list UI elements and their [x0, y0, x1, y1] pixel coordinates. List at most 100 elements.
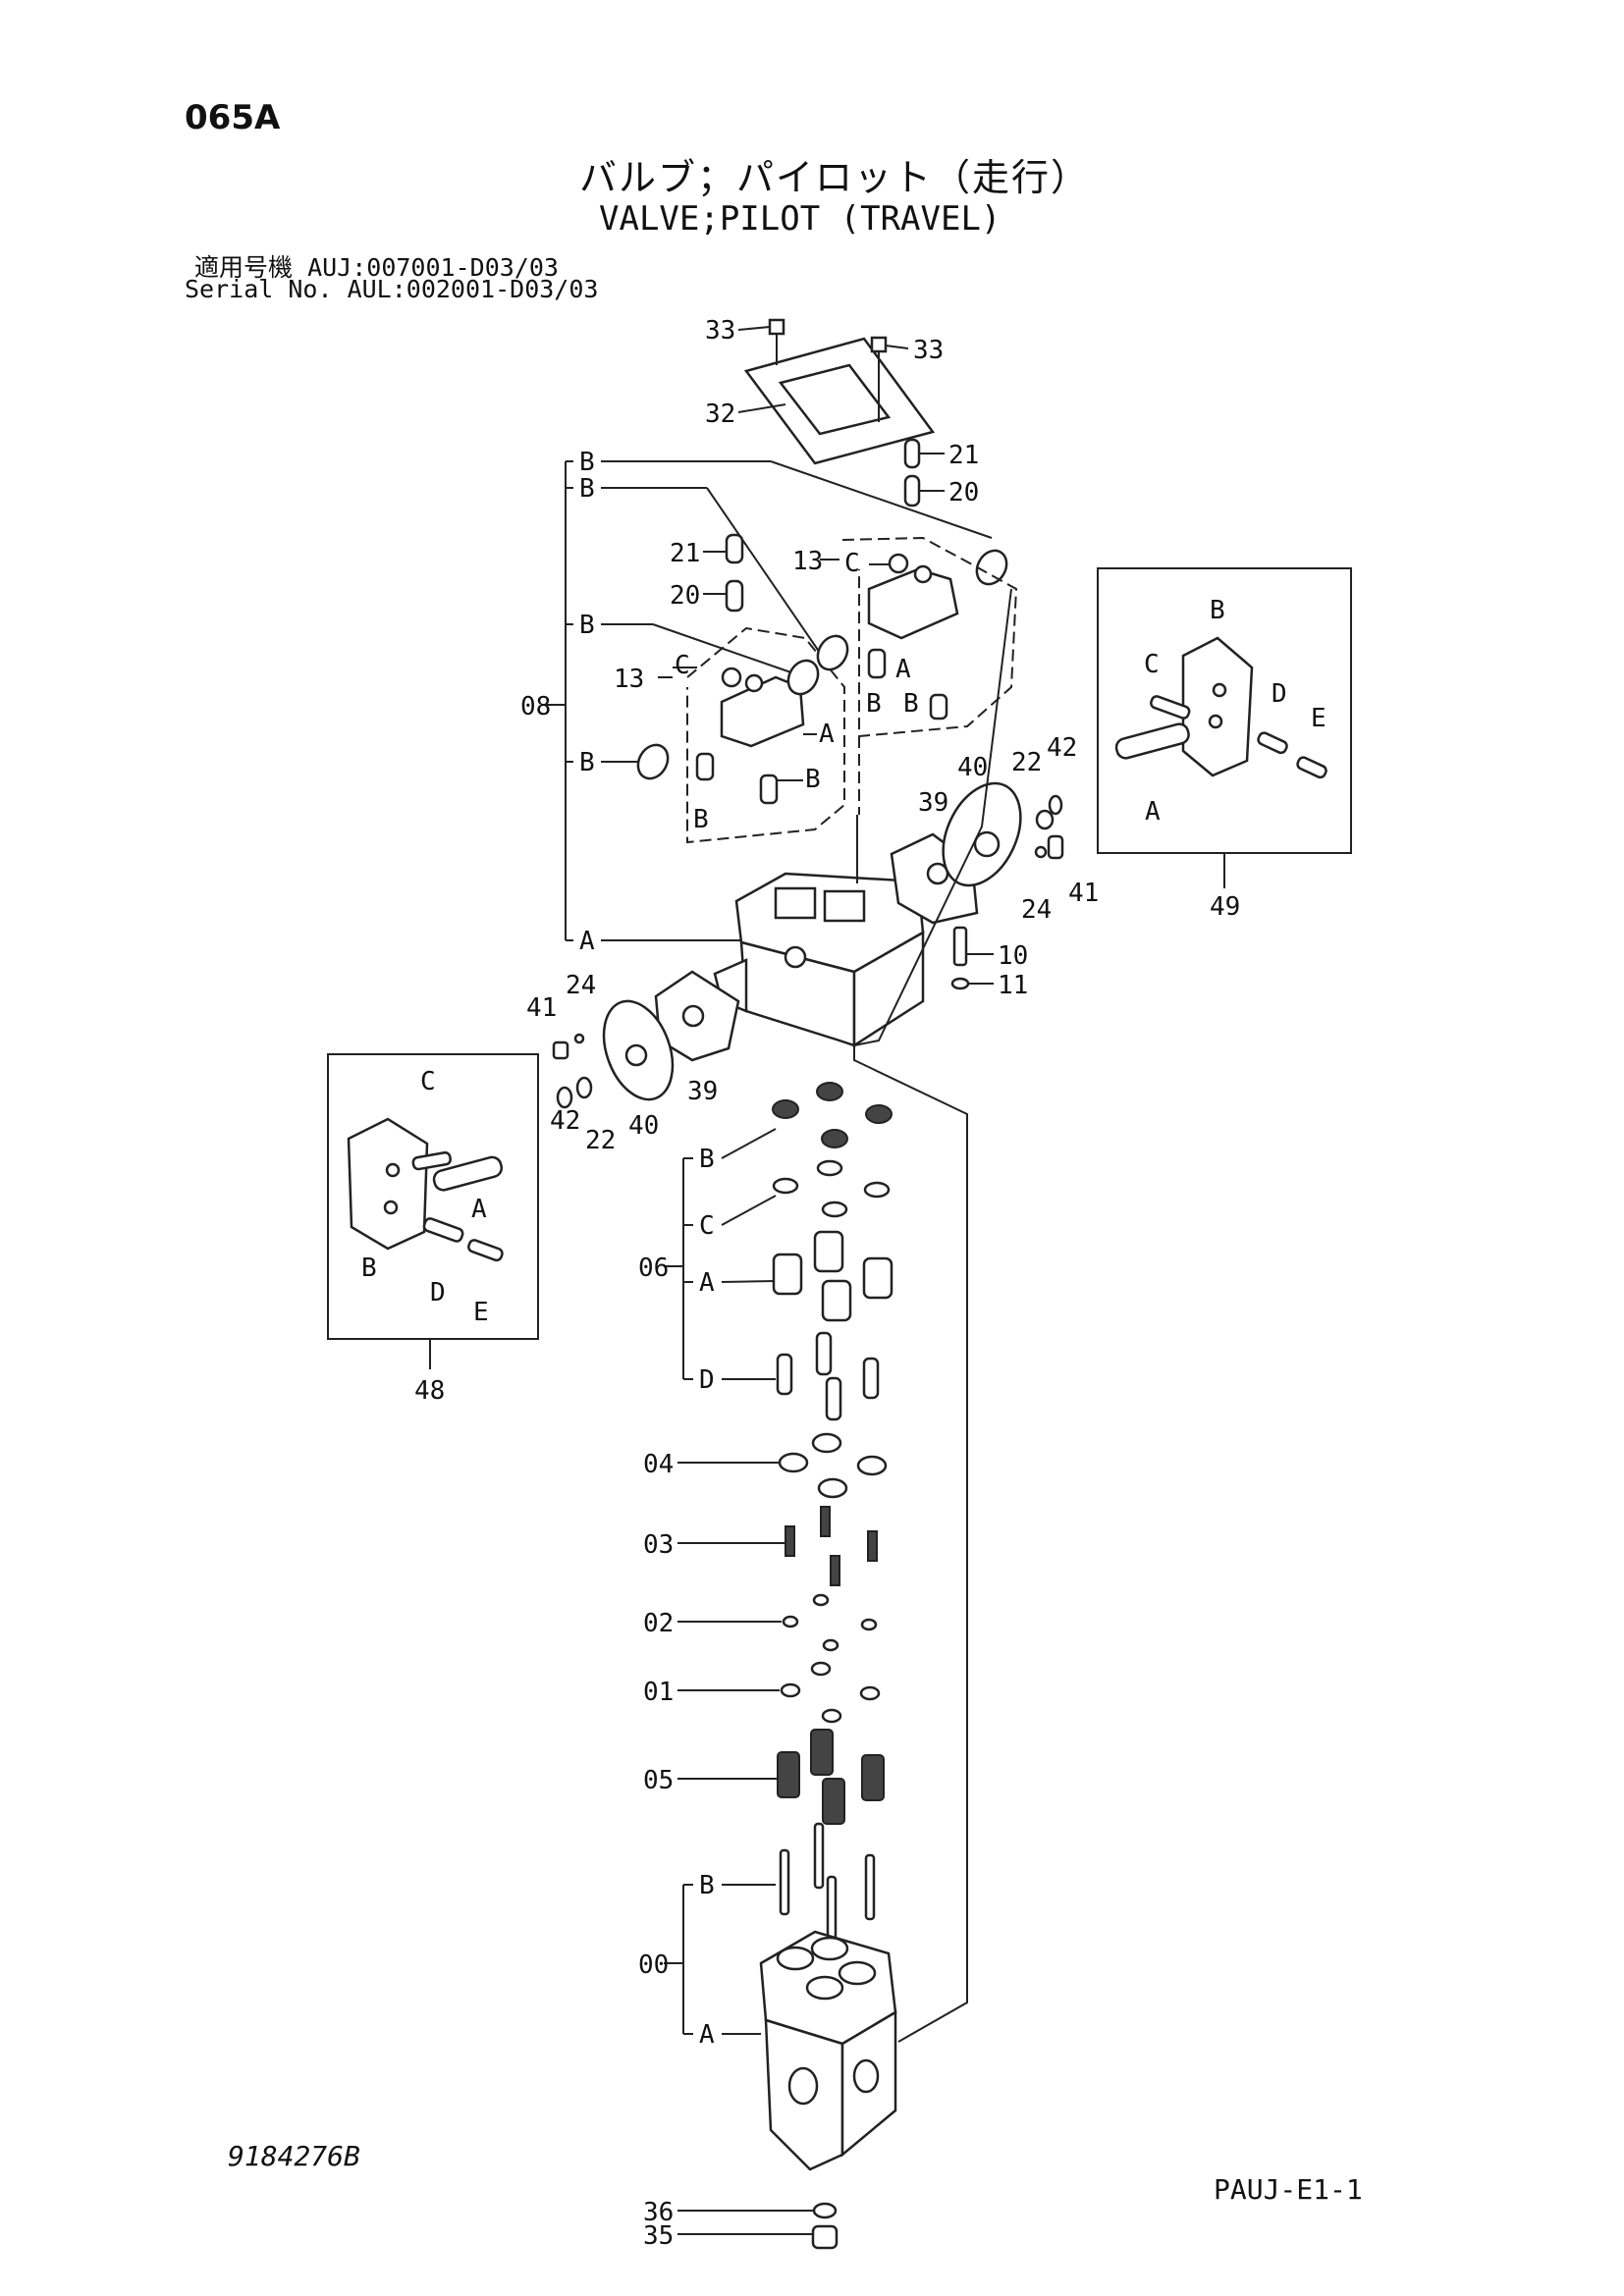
bolt-33-left [768, 318, 785, 365]
label-B-3: B [579, 611, 595, 640]
cover-plate-assembly: 33 33 32 [705, 316, 944, 465]
kit-49-label-B: B [1210, 596, 1225, 625]
kit-48-box: 48 C A B D E [327, 1053, 539, 1406]
callout-05: 05 [643, 1766, 674, 1795]
callout-22-right: 22 [1011, 748, 1042, 777]
group-00-label-A: A [699, 2020, 715, 2050]
callout-21-left: 21 [670, 539, 700, 568]
valve-housing [648, 872, 925, 1048]
kit-48-label-E: E [473, 1298, 489, 1327]
callout-39-right: 39 [918, 788, 948, 818]
kit-48-label-D: D [430, 1278, 446, 1308]
kit-49-label-D: D [1272, 679, 1287, 709]
kit-48-label-C: C [420, 1067, 436, 1096]
callout-00: 00 [638, 1950, 669, 1980]
label-B-13-right-2: B [903, 689, 919, 719]
callout-48: 48 [414, 1376, 445, 1406]
bolt-33-right [870, 336, 888, 422]
callout-42-left: 42 [550, 1106, 580, 1136]
label-B-13-right-1: B [866, 689, 882, 719]
seats-02-01: 02 01 [643, 1593, 881, 1724]
callout-22-left: 22 [585, 1126, 616, 1155]
callout-24-right: 24 [1021, 895, 1052, 925]
bolt-10-washer-11: 10 11 [950, 926, 1028, 1000]
callout-39-left: 39 [687, 1077, 718, 1106]
label-C-13-right: C [844, 549, 860, 578]
callout-01: 01 [643, 1678, 674, 1707]
springs-05: 05 [643, 1729, 885, 1825]
label-B-13-left-2: B [693, 805, 709, 834]
callout-24-left: 24 [566, 971, 596, 1000]
group-06-label-D: D [699, 1365, 715, 1395]
serial-value-1: AUJ:007001-D03/03 [307, 253, 559, 282]
spools-00B [779, 1822, 876, 1943]
callout-20-left: 20 [670, 581, 700, 611]
kit-48-label-A: A [471, 1195, 487, 1224]
assembly-13-left: 21 20 13 C A B B [614, 533, 845, 844]
serial-value-2: AUL:002001-D03/03 [347, 275, 599, 303]
callout-36: 36 [643, 2198, 674, 2227]
group-00-label-B: B [699, 1871, 715, 1900]
label-A-13-right: A [895, 655, 911, 684]
label-B-1: B [579, 448, 595, 477]
title-english: VALVE;PILOT (TRAVEL) [599, 199, 1001, 239]
parts-36-35: 36 35 [643, 2198, 839, 2251]
callout-40-right: 40 [957, 753, 988, 782]
kit-49-label-E: E [1311, 704, 1326, 733]
label-A-13-left: A [819, 720, 835, 749]
drawing-number: 9184276B [228, 2140, 360, 2172]
page-code: 065A [185, 98, 281, 137]
orings-06C [772, 1159, 891, 1218]
callout-41-right: 41 [1068, 879, 1099, 908]
kit-49-label-C: C [1144, 650, 1160, 679]
callout-41-left: 41 [526, 993, 557, 1023]
label-B-13-left-1: B [805, 765, 821, 794]
callout-04: 04 [643, 1450, 674, 1479]
label-C-13-left: C [675, 651, 690, 680]
callout-33-left: 33 [705, 316, 735, 346]
callout-40-left: 40 [628, 1111, 659, 1141]
callout-13-left: 13 [614, 665, 644, 694]
callout-02: 02 [643, 1609, 674, 1638]
callout-35: 35 [643, 2221, 674, 2251]
washers-04: 04 [643, 1432, 888, 1499]
callout-33-right: 33 [913, 336, 944, 365]
callout-03: 03 [643, 1530, 674, 1560]
title-japanese: バルブ；パイロット（走行） [579, 156, 1091, 199]
springs-03: 03 [643, 1506, 878, 1586]
kit-49-box: 49 B C D E A [1097, 567, 1352, 922]
serial-label-jp: 適用号機 [194, 253, 294, 282]
seals-06B [772, 1082, 893, 1148]
pins-21-20-right: 21 20 [903, 438, 979, 507]
group-06-label-B: B [699, 1145, 715, 1174]
callout-06: 06 [638, 1254, 669, 1283]
callout-20-right: 20 [948, 478, 979, 507]
serial-line-2: Serial No. AUL:002001-D03/03 [185, 275, 598, 303]
serial-label-en: Serial No. [185, 275, 333, 303]
serial-line-1: 適用号機 AUJ:007001-D03/03 [194, 248, 559, 284]
plugs-06A [772, 1230, 893, 1322]
callout-32: 32 [705, 400, 735, 429]
left-cover-parts: 41 24 39 40 42 22 [526, 970, 740, 1155]
right-cover-parts: 40 39 22 42 24 41 [890, 733, 1099, 925]
kit-48-label-B: B [361, 1254, 377, 1283]
assembly-guide-line [853, 588, 1012, 2043]
group-06-label-A: A [699, 1268, 715, 1298]
callout-10: 10 [998, 941, 1028, 971]
sheet-code: PAUJ-E1-1 [1214, 2173, 1363, 2206]
group-00-bracket: 00 B A [638, 1871, 776, 2050]
callout-13-right: 13 [792, 547, 823, 576]
bushings [636, 549, 1008, 780]
assembly-13-right: 13 C A B B [792, 536, 1018, 815]
pushrods-06D [776, 1331, 880, 1421]
valve-casing [759, 1930, 897, 2171]
group-06-bracket: 06 B C A D [638, 1128, 777, 1395]
callout-08: 08 [520, 692, 551, 721]
kit-49-label-A: A [1145, 797, 1161, 827]
label-B-4: B [579, 748, 595, 777]
group-06-label-C: C [699, 1211, 715, 1241]
callout-21-right: 21 [948, 441, 979, 470]
callout-49: 49 [1210, 892, 1240, 922]
